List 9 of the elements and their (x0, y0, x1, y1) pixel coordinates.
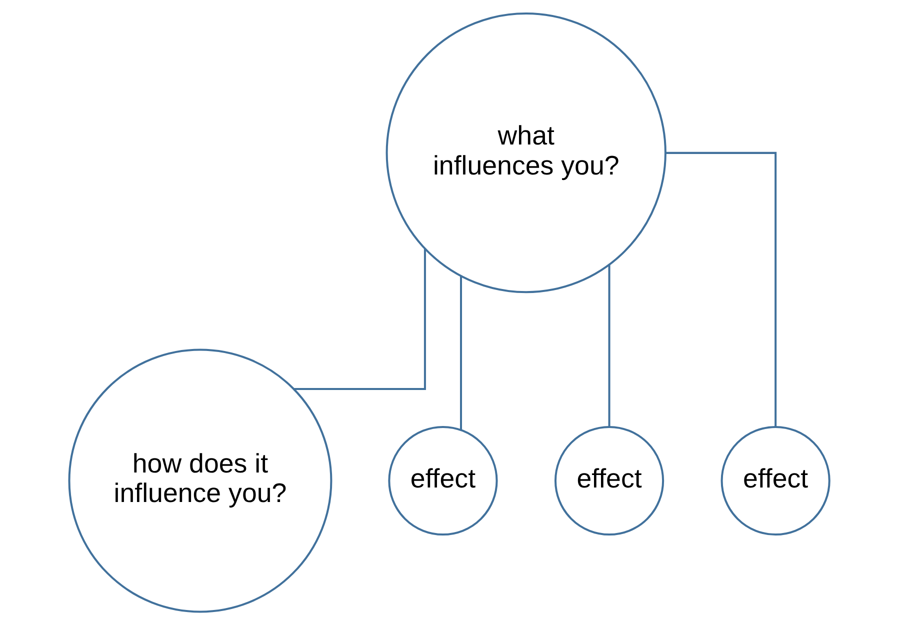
node-circle: effect (554, 426, 664, 536)
connector (294, 248, 426, 390)
node-circle: how does it influence you? (68, 348, 332, 613)
connector (666, 152, 777, 427)
connector (460, 276, 462, 430)
node-circle: what influences you? (386, 12, 666, 294)
node-circle: effect (720, 426, 830, 536)
node-circle: effect (388, 426, 498, 536)
connector (608, 264, 610, 426)
